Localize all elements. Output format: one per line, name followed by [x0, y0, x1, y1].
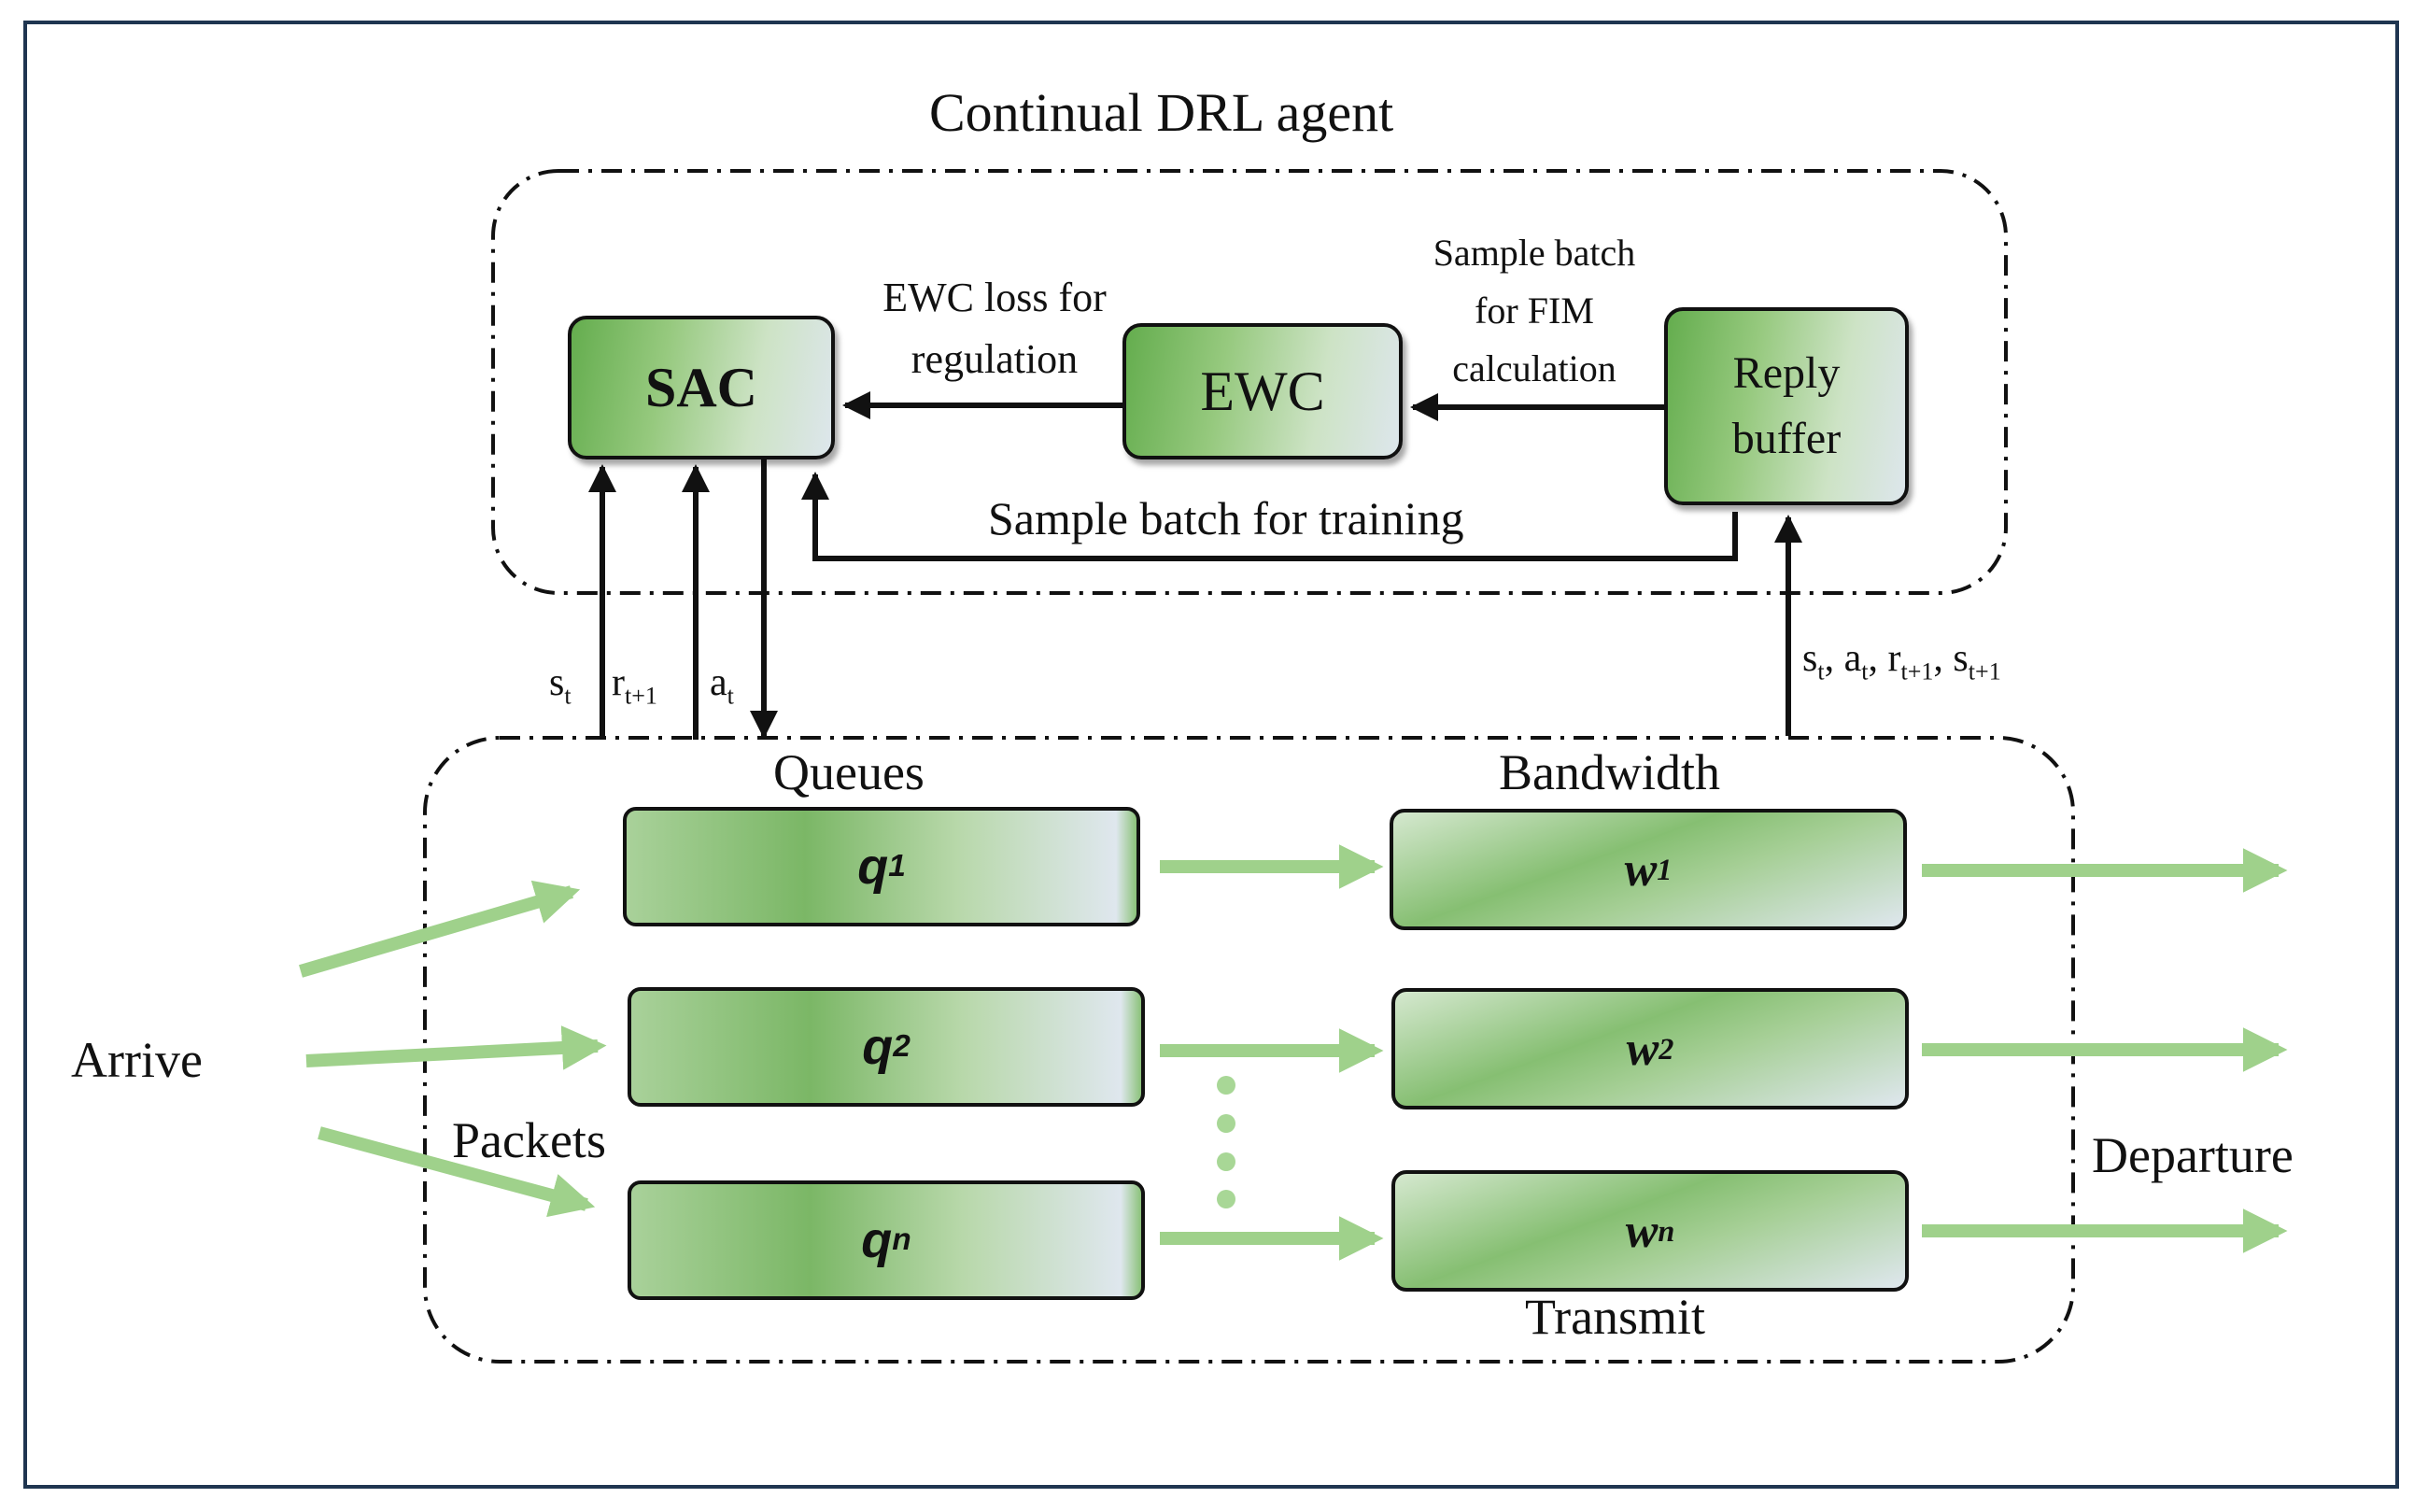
arrive-arrow-2	[305, 1025, 607, 1070]
training-batch-arrow	[801, 472, 1738, 561]
agent-title: Continual DRL agent	[929, 82, 1394, 143]
packets-label: Packets	[452, 1112, 606, 1168]
fim-line2: for FIM	[1475, 290, 1594, 332]
arrive-arrow-1	[299, 880, 581, 978]
transition-tuple-label: st, at, rt+1, st+1	[1802, 639, 2001, 684]
state-signal-label: st	[549, 661, 572, 710]
tuple-subscript: t+1	[1968, 657, 2001, 685]
reward-signal-label: rt+1	[612, 661, 657, 710]
fim-batch-label: Sample batch for FIM calculation	[1390, 224, 1679, 398]
agent-container	[491, 169, 2008, 595]
ewc-loss-label: EWC loss for regulation	[840, 267, 1149, 390]
buffer-label-line1: Reply	[1732, 348, 1841, 399]
transmit-label: Transmit	[1525, 1289, 1706, 1345]
arrive-arrow-3	[318, 1126, 596, 1218]
ellipsis-dot	[1217, 1076, 1235, 1095]
queues-label: Queues	[773, 744, 925, 800]
ewc-node: EWC	[1122, 323, 1403, 459]
action-signal-label: at	[710, 661, 734, 710]
arrive-label: Arrive	[71, 1032, 203, 1088]
buffer-label-line2: buffer	[1731, 414, 1842, 463]
fim-line3: calculation	[1452, 347, 1616, 389]
sac-node: SAC	[568, 316, 835, 459]
tuple-symbol: s	[1953, 637, 1969, 680]
ewc-loss-line1: EWC loss for	[882, 275, 1107, 320]
reply-buffer-node: Reply buffer	[1664, 307, 1909, 505]
tuple-separator: ,	[1824, 637, 1844, 680]
ellipsis-dot	[1217, 1152, 1235, 1171]
ellipsis-dot	[1217, 1190, 1235, 1208]
bandwidth-label: Bandwidth	[1499, 744, 1720, 800]
tuple-symbol: s	[1802, 637, 1818, 680]
tuple-subscript: t	[1817, 657, 1825, 685]
tuple-separator: ,	[1933, 637, 1954, 680]
tuple-symbol: r	[1887, 637, 1901, 680]
sac-label: SAC	[644, 356, 758, 418]
fim-line1: Sample batch	[1433, 232, 1636, 274]
tuple-symbol: a	[1843, 637, 1862, 680]
tuple-separator: ,	[1868, 637, 1888, 680]
ellipsis-dot	[1217, 1114, 1235, 1133]
tuple-subscript: t+1	[1900, 657, 1934, 685]
ewc-loss-line2: regulation	[910, 336, 1079, 382]
ewc-label: EWC	[1200, 360, 1325, 422]
training-batch-label: Sample batch for training	[988, 492, 1464, 544]
departure-label: Departure	[2092, 1127, 2294, 1183]
tuple-subscript: t	[1861, 657, 1869, 685]
